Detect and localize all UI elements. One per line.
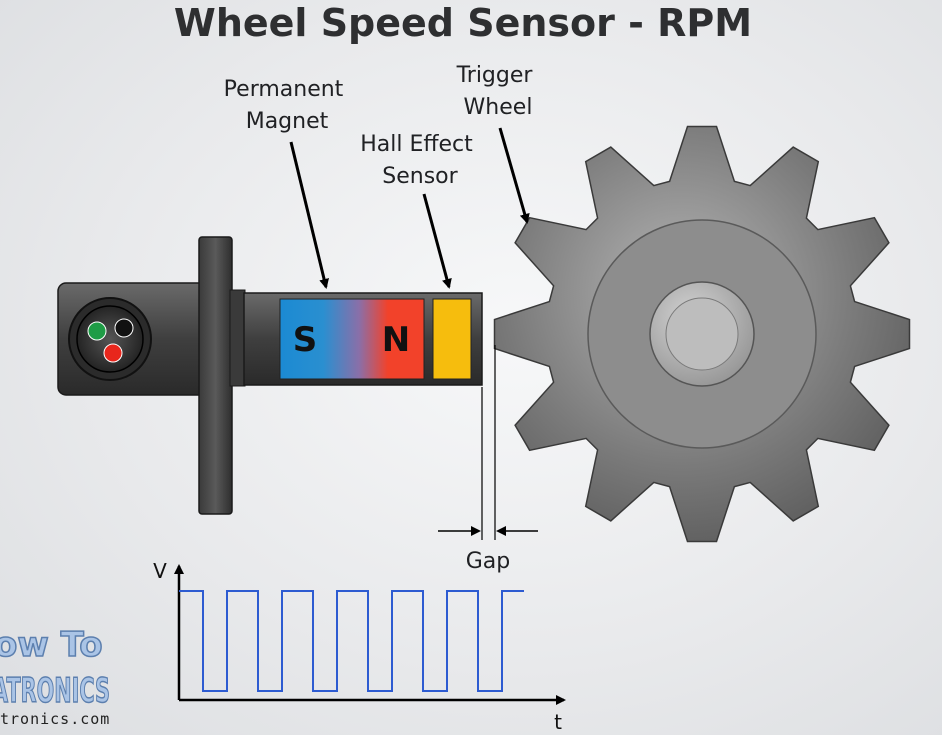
signal-waveform: V t: [153, 559, 566, 734]
hall-effect-sensor: [432, 298, 472, 380]
sensor-assembly: S N: [57, 236, 483, 515]
square-wave-signal: [179, 590, 524, 692]
logo-line3: tronics.com: [0, 710, 110, 728]
gap-label: Gap: [466, 549, 511, 574]
wire-black-pin: [114, 318, 134, 338]
gear-hub-inner: [665, 297, 739, 371]
hall-effect-sensor-label: Hall Effect Sensor: [360, 132, 480, 189]
x-axis-label: t: [554, 710, 562, 734]
south-pole-label: S: [293, 320, 318, 360]
north-pole-label: N: [382, 320, 410, 360]
mounting-flange: [198, 236, 233, 515]
sensor-pointer-arrow: [422, 193, 452, 289]
flange-collar: [229, 289, 246, 387]
gap-indicator: Gap: [438, 345, 538, 574]
wheel-pointer-arrow: [498, 127, 530, 224]
page-title: Wheel Speed Sensor - RPM: [174, 1, 752, 45]
connector-face: [76, 305, 144, 373]
wire-green-pin: [87, 321, 107, 341]
logo-line1: ow To: [0, 625, 103, 665]
permanent-magnet-label: Permanent Magnet: [224, 77, 351, 134]
logo-line2: ATRONICS: [0, 671, 110, 711]
logo: ow To ATRONICS tronics.com: [0, 624, 111, 728]
permanent-magnet: [279, 298, 425, 380]
trigger-wheel: [493, 125, 911, 543]
magnet-pointer-arrow: [289, 141, 329, 289]
trigger-wheel-label: Trigger Wheel: [456, 63, 540, 120]
y-axis-label: V: [153, 559, 167, 583]
wire-red-pin: [103, 343, 123, 363]
